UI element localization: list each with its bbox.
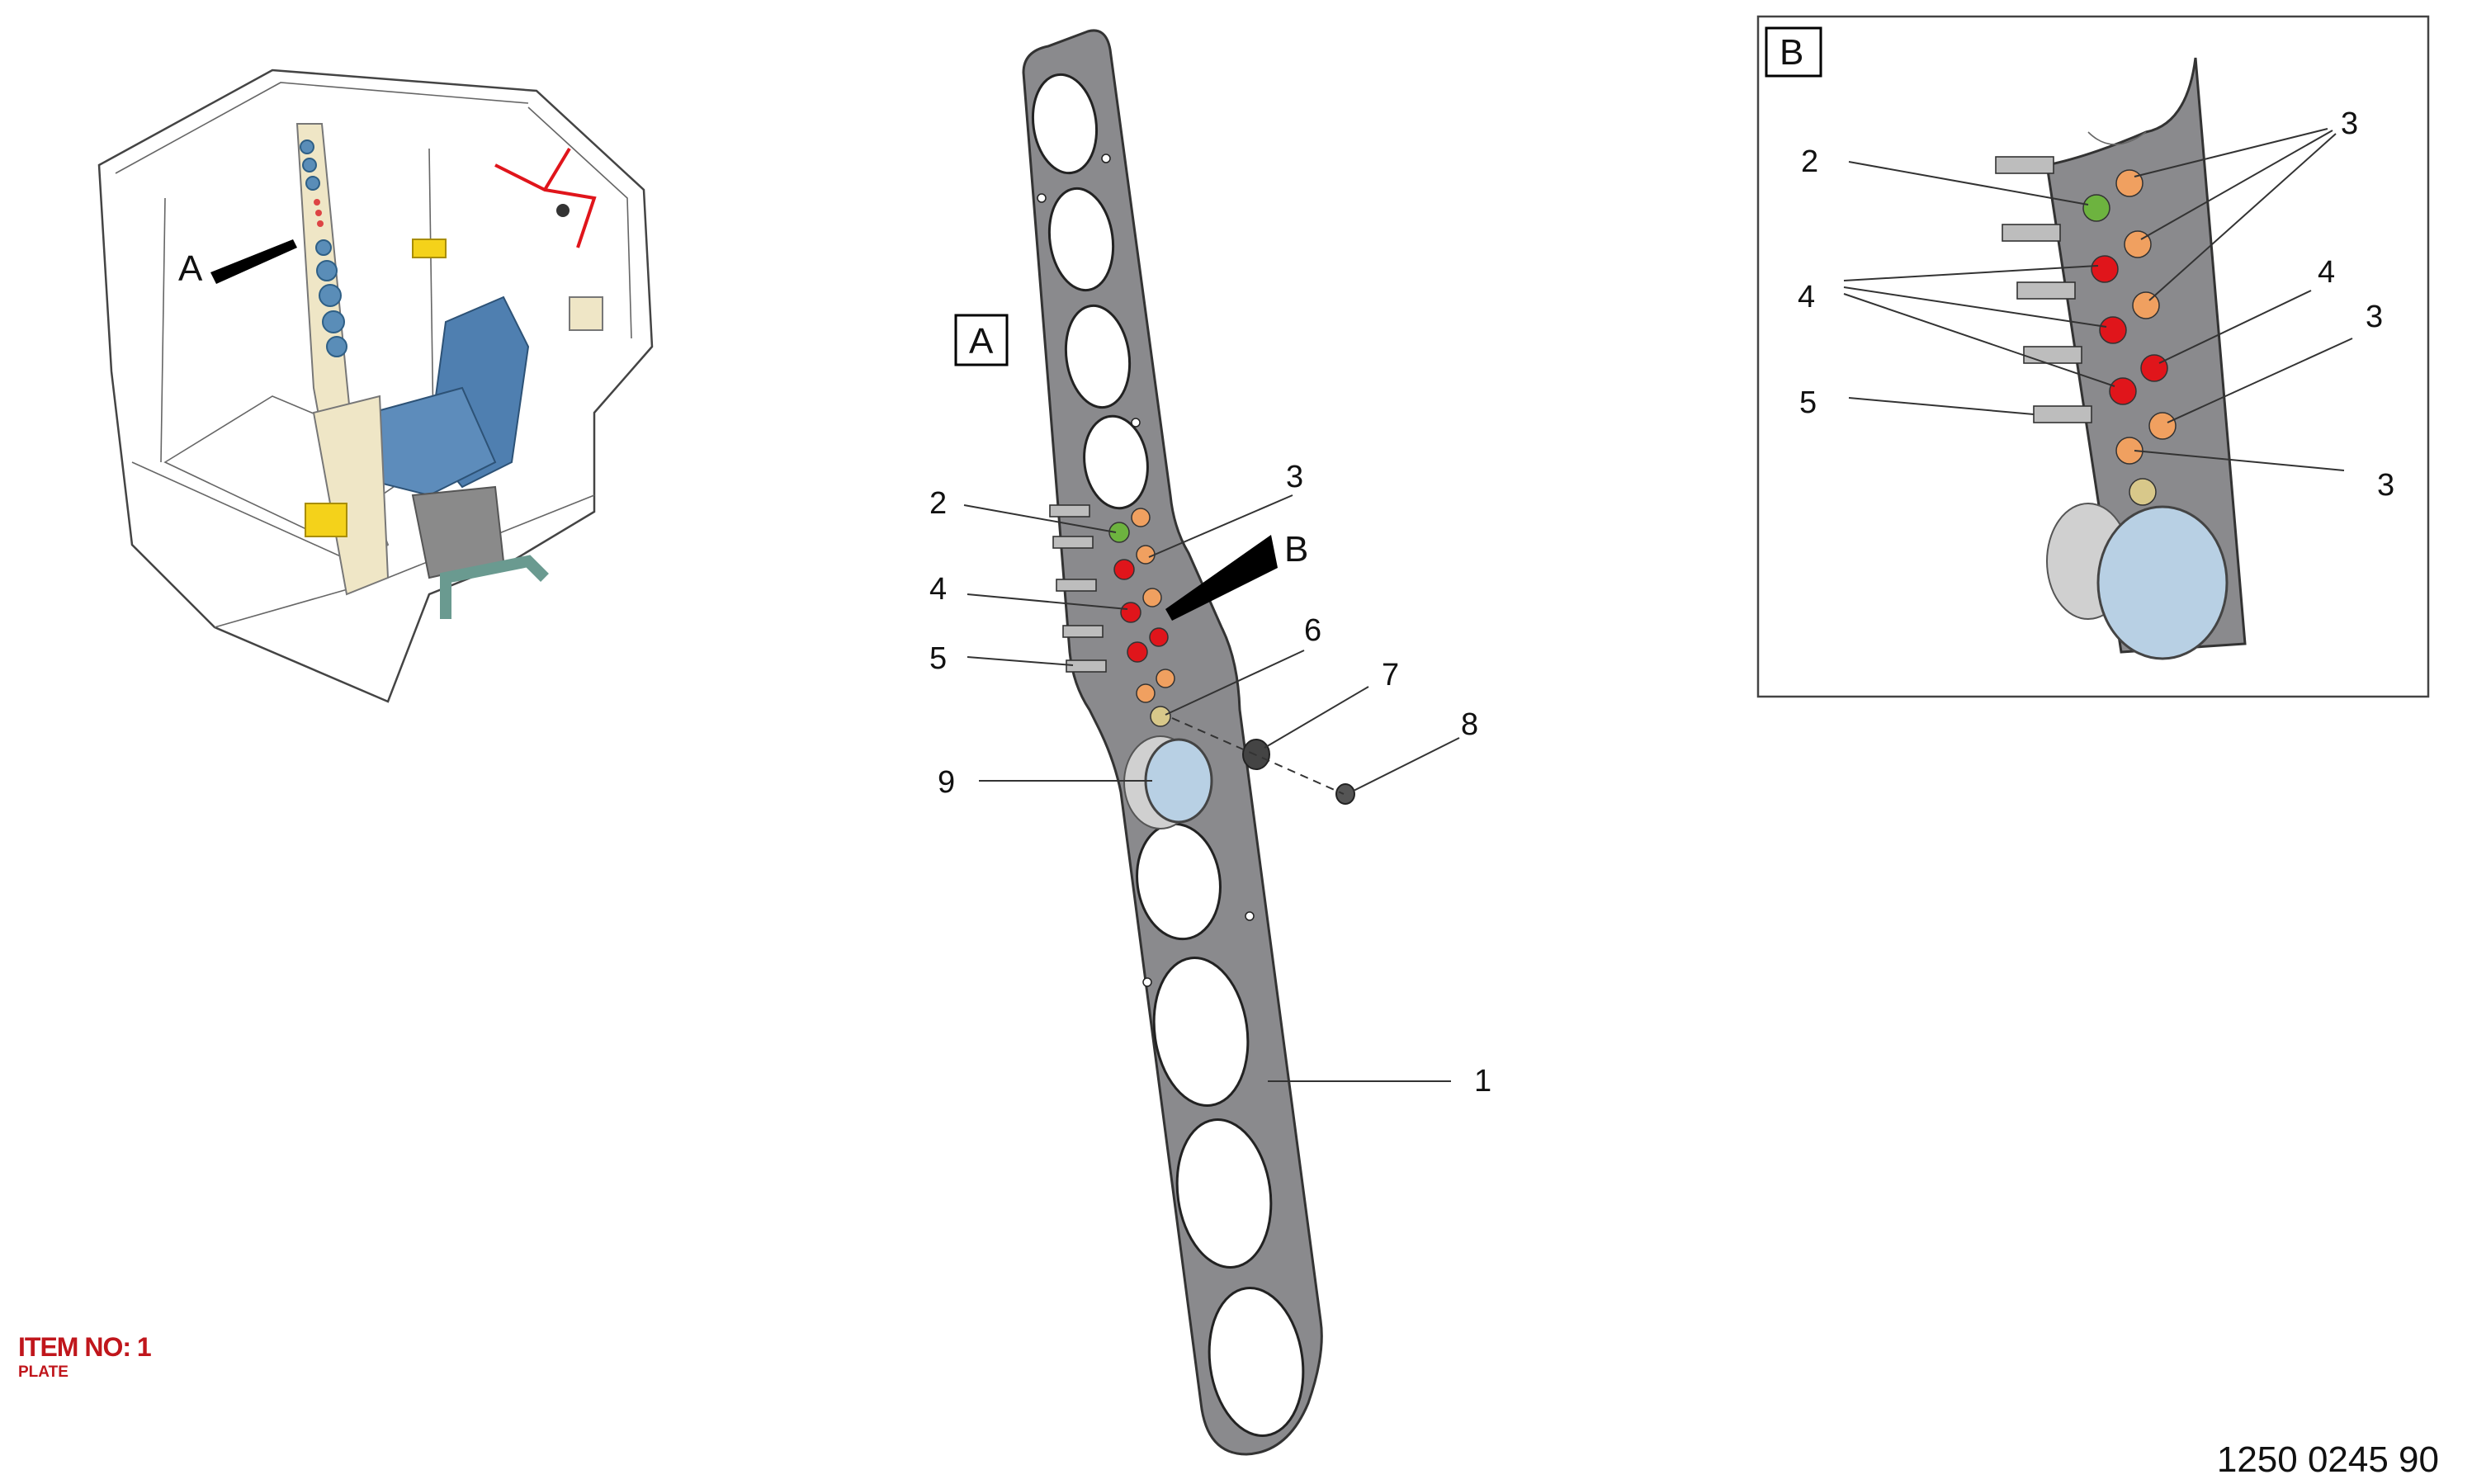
detail-a-view: A (929, 29, 1491, 1456)
detail-b-callout-4-right: 4 (2318, 255, 2335, 290)
callout-1: 1 (1474, 1064, 1491, 1099)
connector-tabs (1049, 504, 1107, 673)
detail-b-callout-5: 5 (1799, 385, 1817, 420)
callout-5: 5 (929, 641, 947, 676)
cab-overview-illustration: A (97, 69, 654, 703)
arrow-b-label: B (1284, 529, 1308, 569)
plate-gauge-holes (1031, 73, 1305, 1437)
part-8-cap (1335, 783, 1355, 805)
detail-b-callout-4-left: 4 (1798, 280, 1815, 314)
callout-3: 3 (1286, 460, 1303, 494)
gauge (1144, 738, 1213, 824)
detail-b-lamps (2082, 169, 2177, 506)
detail-b-gauge (2096, 505, 2229, 660)
callout-4: 4 (929, 572, 947, 607)
detail-b-callout-2: 2 (1801, 144, 1818, 179)
detail-b-leaders (1843, 128, 2353, 471)
detail-b-view: B (1756, 15, 2430, 698)
indicator-lamps (1108, 508, 1175, 727)
detail-a-box-label: A (969, 321, 994, 362)
callout-2: 2 (929, 486, 947, 521)
detail-a-box (954, 314, 1009, 366)
item-number: ITEM NO: 1 (18, 1332, 152, 1362)
overview-view-label: A (178, 248, 203, 289)
detail-b-callout-3-bottom: 3 (2377, 468, 2394, 503)
detail-b-box (1765, 26, 1822, 78)
callout-6: 6 (1304, 613, 1321, 648)
detail-b-box-label: B (1780, 32, 1803, 73)
callout-8: 8 (1461, 707, 1478, 742)
detail-a-leaders (963, 494, 1460, 1082)
document-number: 1250 0245 90 (2216, 1439, 2439, 1480)
detail-b-callout-3-top: 3 (2341, 106, 2358, 141)
item-name: PLATE (18, 1363, 69, 1381)
callout-9: 9 (938, 765, 955, 800)
callout-7: 7 (1382, 658, 1399, 692)
detail-b-callout-3-mid: 3 (2366, 300, 2383, 334)
